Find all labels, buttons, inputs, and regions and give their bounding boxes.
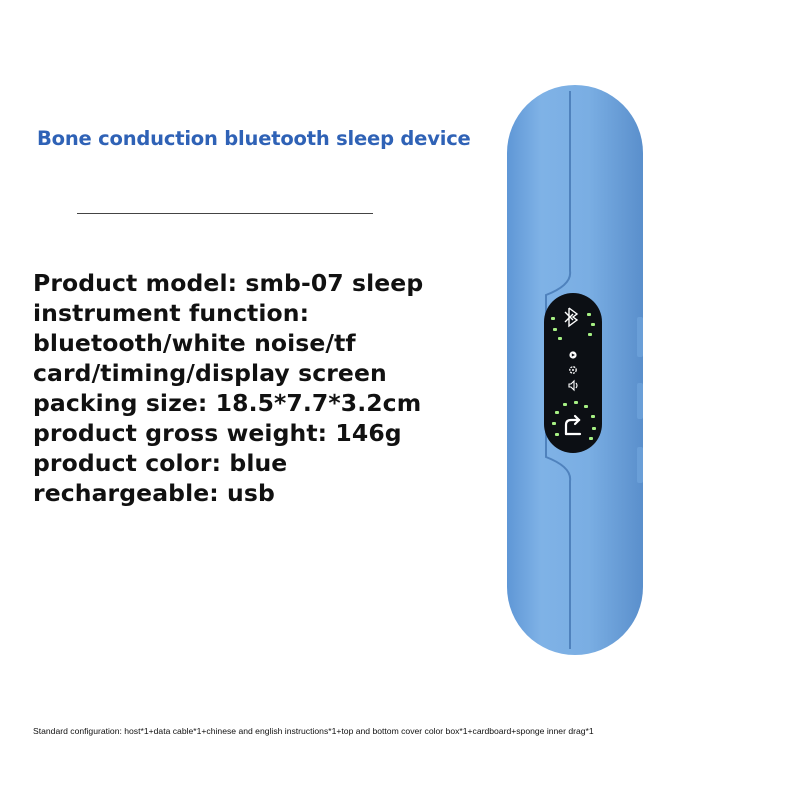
spec-line-functions: bluetooth/white noise/tf [33,329,356,357]
side-button-middle [637,383,643,419]
page-title: Bone conduction bluetooth sleep device [37,127,471,150]
spec-line-charging: rechargeable: usb [33,479,275,507]
play-icon [569,351,577,359]
divider [77,213,373,214]
spec-line-functions-cont: card/timing/display screen [33,359,387,387]
side-button-bottom [637,447,643,483]
settings-icon [569,366,577,374]
standard-configuration-note: Standard configuration: host*1+data cabl… [33,726,594,736]
volume-icon [568,379,578,392]
spec-list: Product model: smb-07 sleep instrument f… [33,268,473,508]
spec-line-model: Product model: smb-07 sleep [33,269,424,297]
return-icon [564,414,582,436]
sleep-device-illustration [507,85,643,655]
lower-indicator-dots [552,401,596,440]
product-device-image [500,85,650,655]
spec-line-weight: product gross weight: 146g [33,419,402,447]
side-button-top [637,317,643,357]
spec-line-color: product color: blue [33,449,288,477]
spec-line-packing-size: packing size: 18.5*7.7*3.2cm [33,389,422,417]
upper-indicator-dots [551,313,595,340]
spec-line-function-label: instrument function: [33,299,310,327]
bluetooth-icon [564,307,579,328]
